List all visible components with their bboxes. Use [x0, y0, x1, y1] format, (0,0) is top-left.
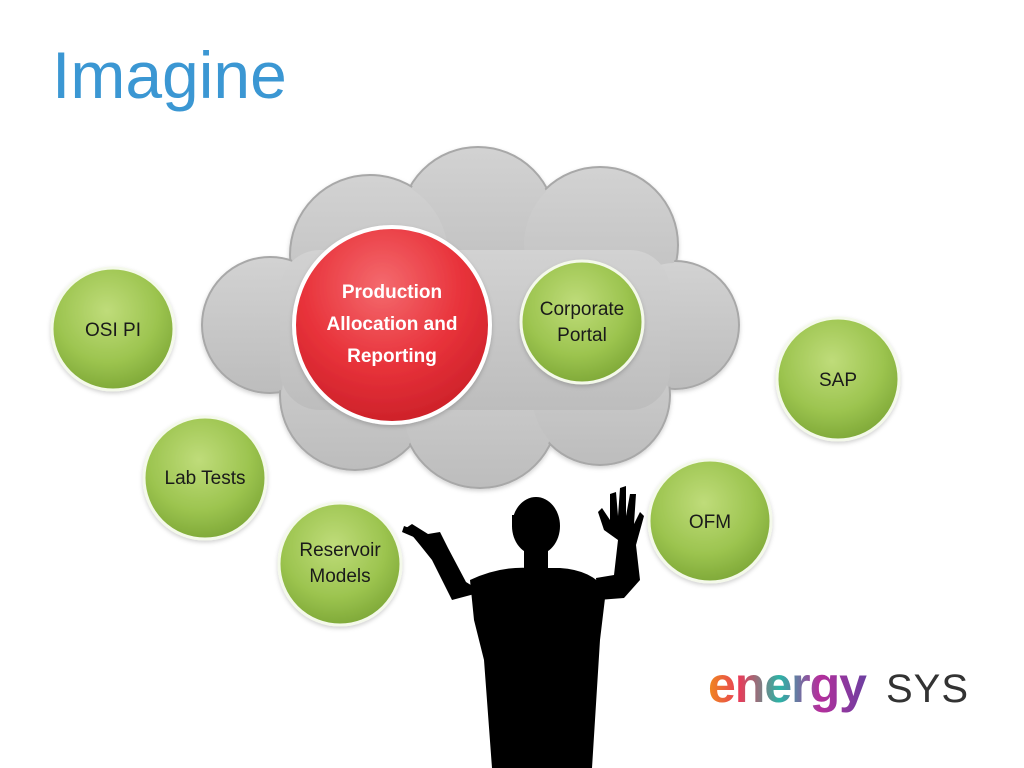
node-corporate-portal-line-2: Portal	[557, 325, 607, 346]
node-reservoir-models-circle	[277, 501, 403, 627]
logo-energy-text: energy	[708, 658, 867, 713]
node-sap-circle	[775, 316, 901, 442]
node-osi-pi: OSI PI	[50, 266, 176, 392]
presenter-silhouette-icon	[402, 486, 644, 768]
node-corporate-portal-circle	[519, 259, 645, 385]
node-lab-tests-label: Lab Tests	[165, 468, 246, 489]
node-reservoir-models-line-2: Models	[309, 566, 370, 587]
logo-sys-text: SYS	[886, 667, 968, 711]
node-corporate-portal-line-1: Corporate	[540, 299, 625, 320]
node-osi-pi-label: OSI PI	[85, 320, 141, 341]
node-lab-tests-circle	[142, 415, 268, 541]
center-node-production-allocation: Production Allocation and Reporting	[292, 225, 492, 425]
center-node-line-1: Production	[342, 282, 442, 303]
node-osi-pi-circle	[50, 266, 176, 392]
node-reservoir-models-line-1: Reservoir	[299, 540, 381, 561]
energysys-logo: energy SYS	[708, 658, 968, 713]
center-node-line-2: Allocation and	[327, 314, 458, 335]
node-sap-label: SAP	[819, 370, 857, 391]
node-corporate-portal: Corporate Portal	[519, 259, 645, 385]
slide-title: Imagine	[52, 38, 287, 112]
node-ofm-circle	[647, 458, 773, 584]
node-ofm-label: OFM	[689, 512, 731, 533]
center-node-line-3: Reporting	[347, 346, 437, 367]
node-sap: SAP	[775, 316, 901, 442]
center-node-circle	[292, 225, 492, 425]
node-lab-tests: Lab Tests	[142, 415, 268, 541]
node-ofm: OFM	[647, 458, 773, 584]
node-reservoir-models: Reservoir Models	[277, 501, 403, 627]
